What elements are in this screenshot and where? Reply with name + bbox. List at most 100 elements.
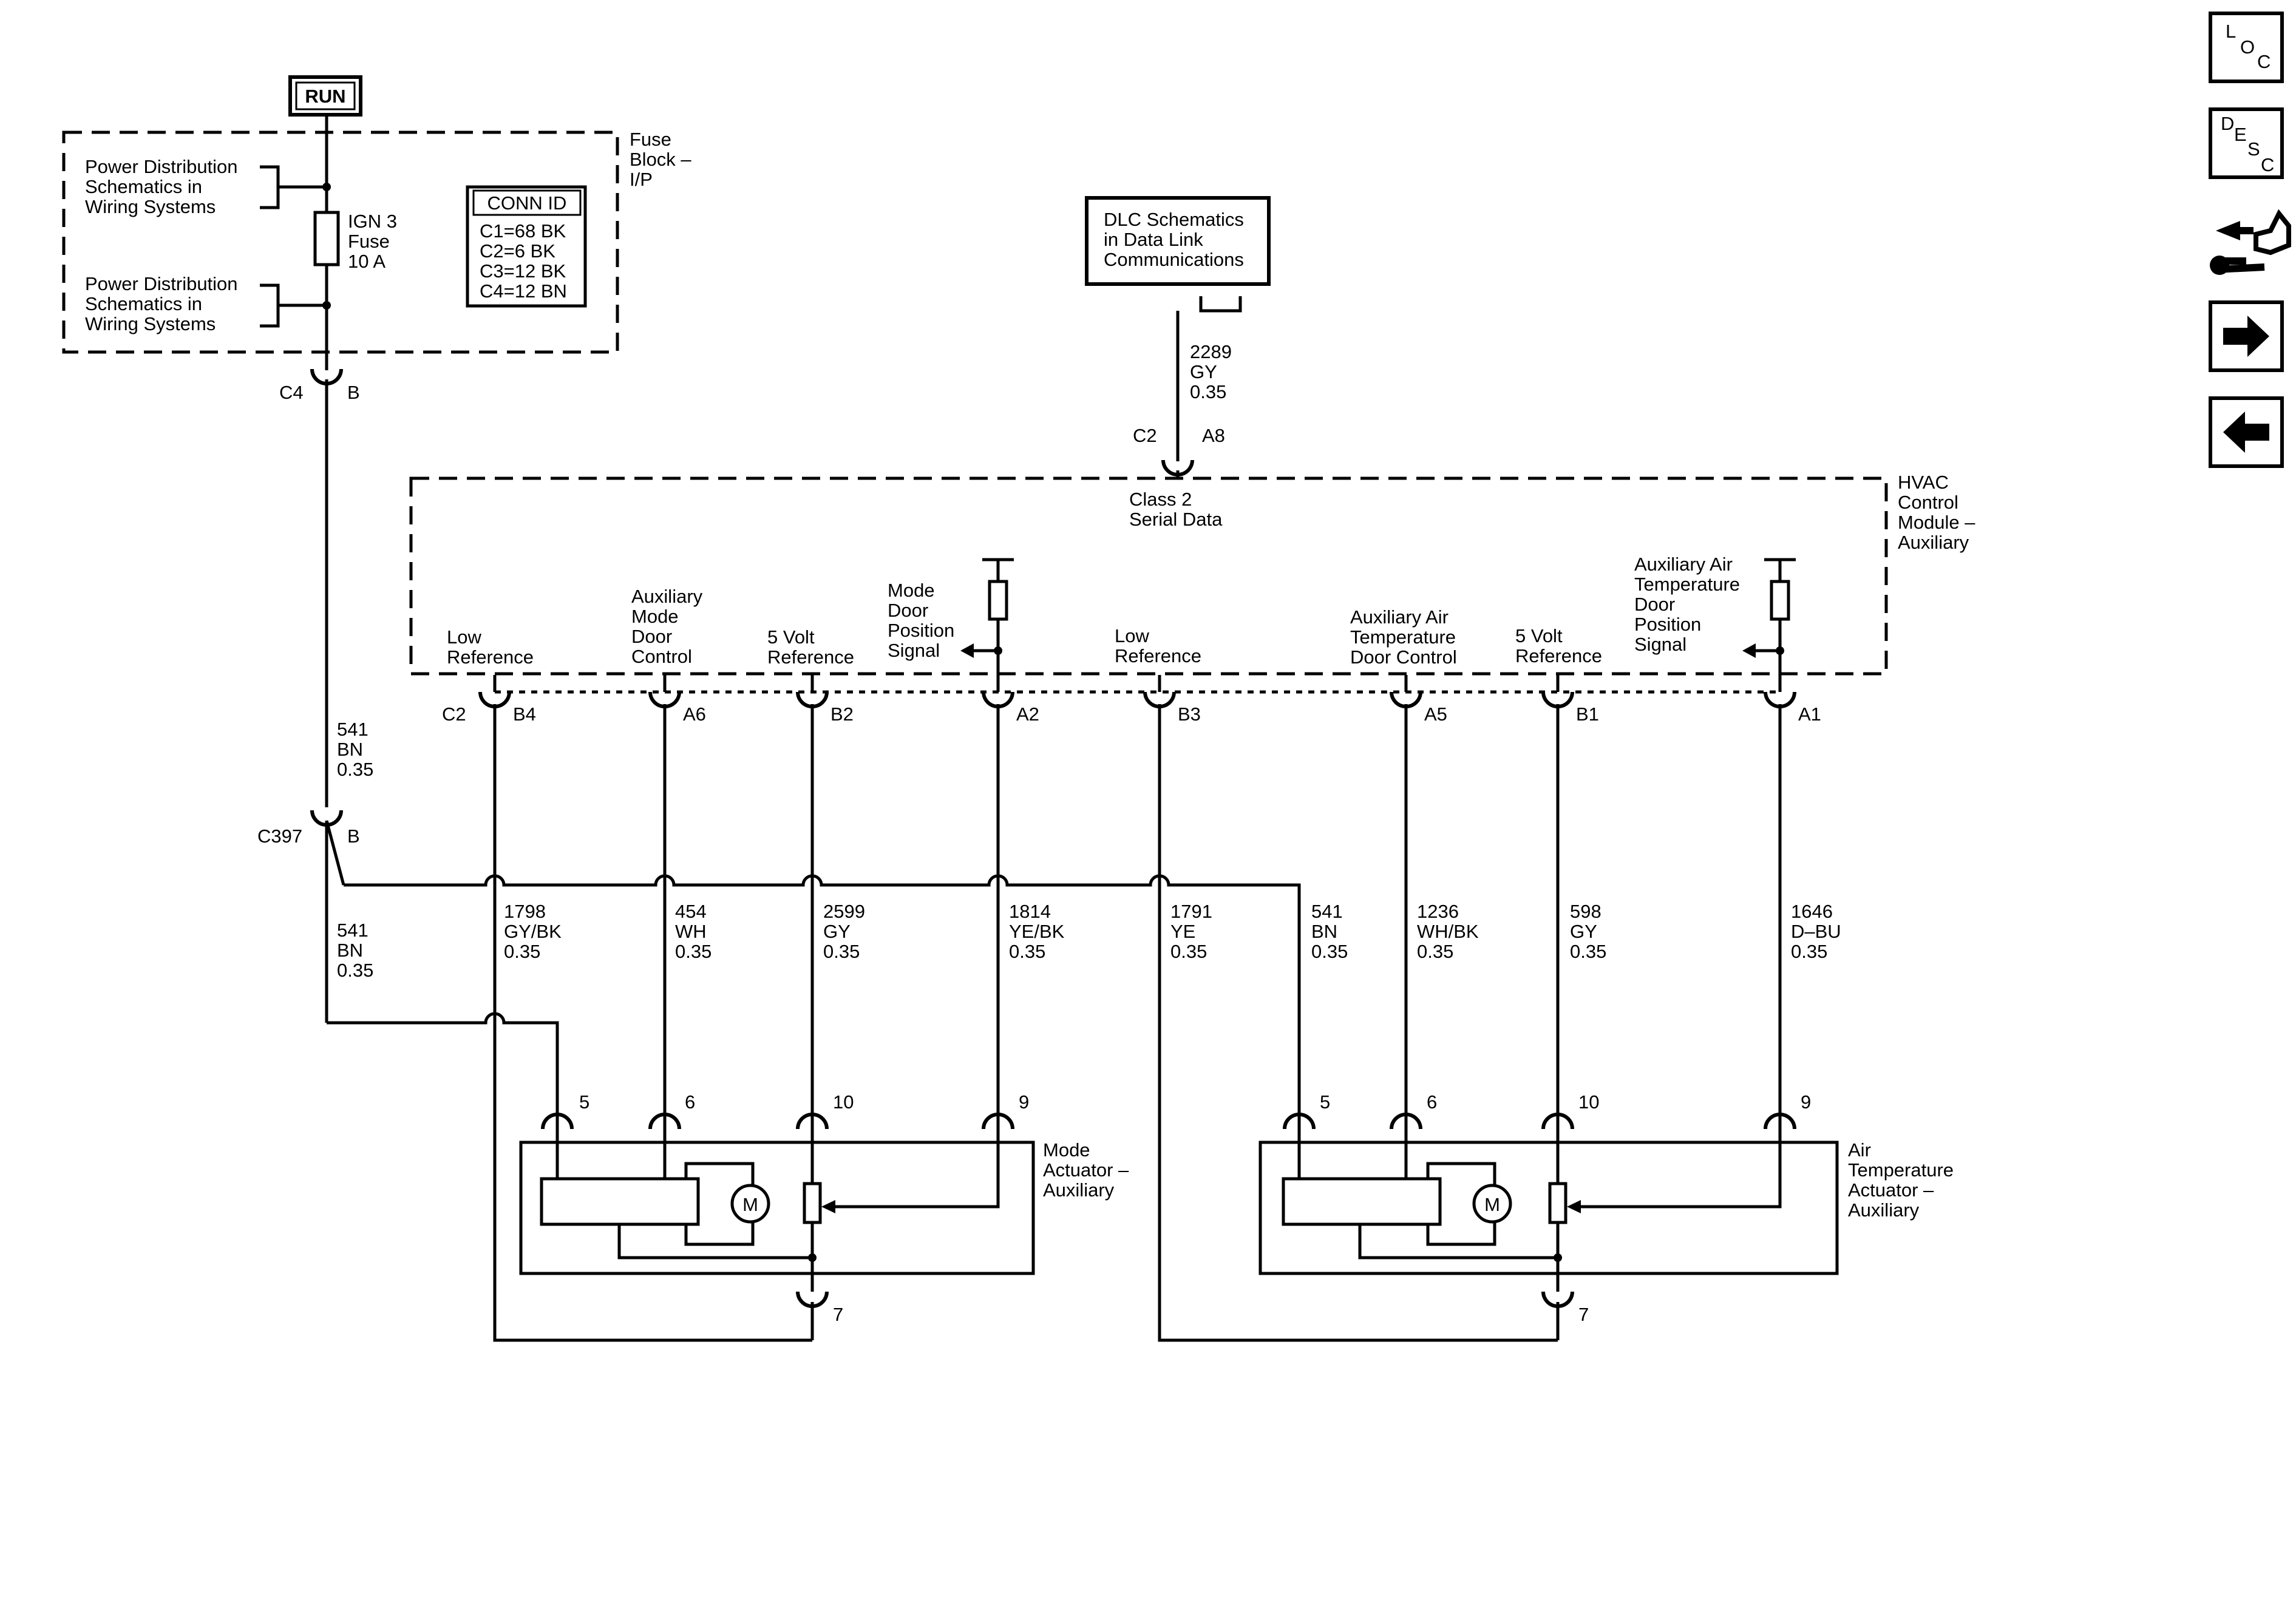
fuse-block-label-2: Block – (630, 149, 691, 170)
module-pin-a6: A6 (648, 680, 706, 725)
pin-label: B1 (1576, 703, 1599, 725)
circuit-label-a2: Mode Door Position Signal (888, 580, 954, 661)
pullup-resistor-a2 (960, 558, 1014, 680)
svg-text:Door: Door (888, 600, 928, 621)
svg-text:1236: 1236 (1417, 901, 1459, 922)
svg-text:9: 9 (1801, 1091, 1811, 1113)
svg-text:A8: A8 (1202, 425, 1225, 446)
svg-text:541: 541 (337, 719, 369, 740)
svg-text:Actuator –: Actuator – (1043, 1159, 1129, 1181)
pin-label: A5 (1424, 703, 1447, 725)
svg-text:Mode: Mode (1043, 1139, 1090, 1161)
svg-text:Communications: Communications (1104, 249, 1244, 270)
svg-text:Auxiliary: Auxiliary (1043, 1179, 1115, 1201)
svg-text:6: 6 (685, 1091, 695, 1113)
dlc-schematics-ref[interactable]: DLC Schematics in Data Link Communicatio… (1085, 196, 1271, 313)
fuse-label-1: IGN 3 (348, 211, 397, 232)
actuator-pin-9: 9 (1764, 1091, 1811, 1130)
svg-text:in Data Link: in Data Link (1104, 229, 1203, 250)
connector-tool-icon[interactable] (2210, 209, 2291, 275)
run-power-source: RUN (288, 75, 362, 117)
svg-text:5: 5 (579, 1091, 589, 1113)
svg-text:C397: C397 (257, 825, 302, 847)
conn-id-table: CONN ID C1=68 BK C2=6 BK C3=12 BK C4=12 … (466, 185, 587, 308)
pin-label: B2 (830, 703, 854, 725)
svg-text:Temperature: Temperature (1848, 1159, 1954, 1181)
svg-text:YE/BK: YE/BK (1009, 921, 1065, 942)
motor-icon (1472, 1184, 1512, 1224)
svg-text:2289: 2289 (1190, 341, 1232, 362)
power-distribution-ref-2[interactable]: Power Distribution Schematics in Wiring … (85, 273, 327, 334)
circuit-label-a6: Auxiliary Mode Door Control (631, 586, 703, 667)
svg-text:S: S (2247, 138, 2260, 160)
pin-label: A1 (1798, 703, 1821, 725)
module-pin-b4: B4 (478, 680, 536, 725)
pin-label: A2 (1016, 703, 1039, 725)
back-arrow-icon[interactable] (2209, 396, 2284, 468)
power-distribution-ref-1[interactable]: Power Distribution Schematics in Wiring … (85, 156, 327, 217)
svg-text:1798: 1798 (504, 901, 546, 922)
svg-text:Module –: Module – (1898, 512, 1975, 533)
position-sensor-icon (803, 1182, 822, 1224)
connector-c2-a8: C2 A8 (1133, 425, 1225, 478)
module-pin-a1: A1 (1764, 680, 1821, 725)
svg-text:Power Distribution: Power Distribution (85, 273, 238, 294)
svg-text:Auxiliary Air: Auxiliary Air (1634, 554, 1733, 575)
svg-text:Mode: Mode (888, 580, 935, 601)
svg-text:0.35: 0.35 (337, 759, 373, 780)
svg-text:WH/BK: WH/BK (1417, 921, 1479, 942)
svg-text:Reference: Reference (447, 646, 534, 668)
next-arrow-icon[interactable] (2209, 300, 2284, 372)
svg-text:0.35: 0.35 (1009, 941, 1045, 962)
svg-text:2599: 2599 (823, 901, 865, 922)
svg-text:Schematics in: Schematics in (85, 176, 202, 197)
serial-data-label: Serial Data (1129, 509, 1223, 530)
actuator-pin-7: 7 (796, 1291, 843, 1325)
svg-text:Reference: Reference (1515, 645, 1602, 666)
svg-text:C2: C2 (1133, 425, 1157, 446)
circuit-label-b3: Low Reference (1115, 625, 1201, 666)
mode-actuator-auxiliary: Mode Actuator – Auxiliary 5 6 10 9 M 7 (519, 1091, 1129, 1340)
svg-text:0.35: 0.35 (823, 941, 860, 962)
svg-text:Signal: Signal (888, 640, 940, 661)
svg-text:0.35: 0.35 (1311, 941, 1348, 962)
svg-text:Position: Position (888, 620, 954, 641)
module-pin-b2: B2 (796, 680, 854, 725)
actuator-pin-10: 10 (1541, 1091, 1599, 1130)
svg-text:0.35: 0.35 (675, 941, 712, 962)
svg-text:454: 454 (675, 901, 707, 922)
svg-text:10: 10 (833, 1091, 854, 1113)
desc-button[interactable]: D E S C (2209, 107, 2284, 179)
wire-2289-label: 2289 GY 0.35 (1190, 341, 1232, 402)
svg-text:Actuator –: Actuator – (1848, 1179, 1934, 1201)
svg-text:WH: WH (675, 921, 707, 942)
actuator-pin-9: 9 (982, 1091, 1029, 1130)
module-pin-b3: B3 (1143, 680, 1201, 725)
svg-text:BN: BN (337, 940, 363, 961)
svg-text:9: 9 (1019, 1091, 1029, 1113)
svg-text:GY/BK: GY/BK (504, 921, 562, 942)
svg-text:0.35: 0.35 (1417, 941, 1453, 962)
svg-text:5 Volt: 5 Volt (767, 626, 815, 648)
actuator-pin-10: 10 (796, 1091, 854, 1130)
svg-text:Power Distribution: Power Distribution (85, 156, 238, 177)
svg-text:GY: GY (1190, 361, 1217, 382)
svg-text:0.35: 0.35 (504, 941, 540, 962)
loc-button[interactable]: L O C (2209, 12, 2284, 83)
svg-text:Temperature: Temperature (1634, 574, 1740, 595)
pullup-resistor-a1 (1742, 558, 1796, 680)
svg-text:B: B (347, 825, 360, 847)
svg-text:0.35: 0.35 (1170, 941, 1207, 962)
svg-text:Reference: Reference (767, 646, 854, 668)
svg-text:Signal: Signal (1634, 634, 1686, 655)
svg-text:598: 598 (1570, 901, 1601, 922)
svg-text:1646: 1646 (1791, 901, 1833, 922)
